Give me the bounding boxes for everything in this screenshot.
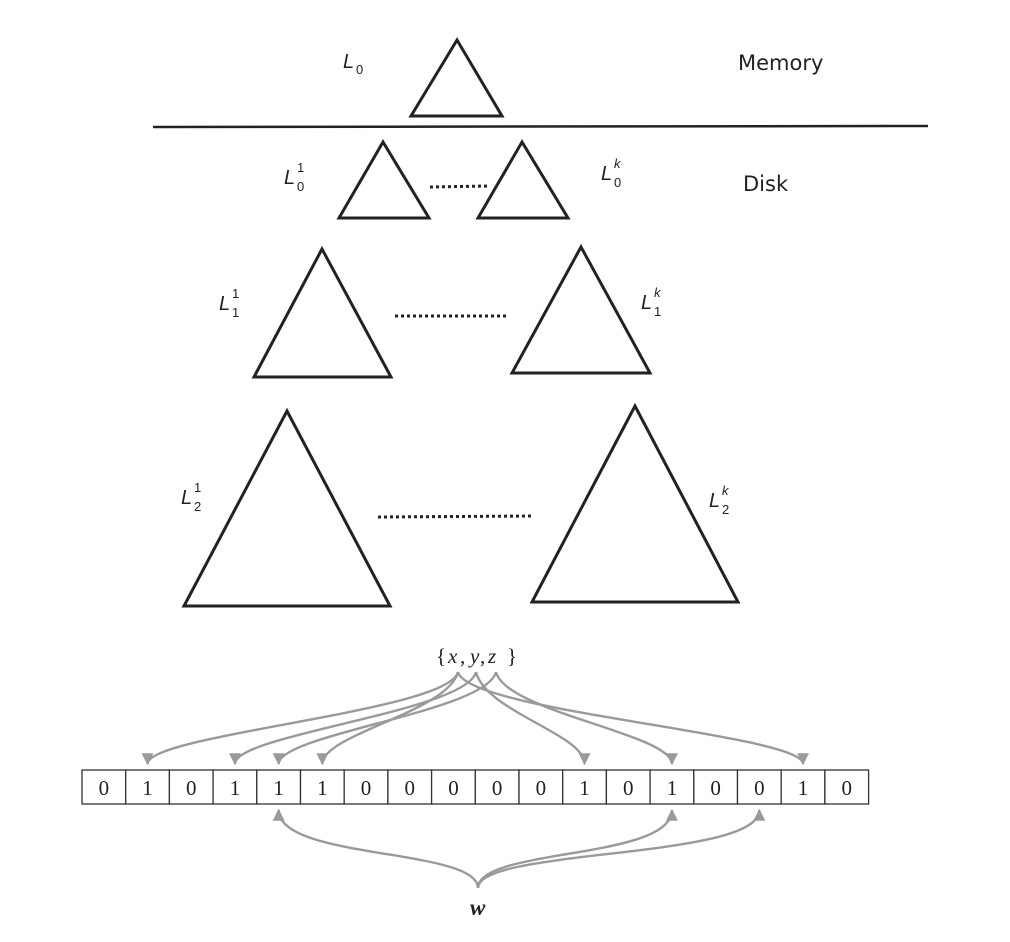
query-arrow-to-cell-13 xyxy=(476,808,678,889)
memory-tree-label-base: L xyxy=(343,51,354,73)
level2-left-sub: 2 xyxy=(194,499,201,514)
level0-right-sub: 0 xyxy=(614,175,621,190)
level2-right-base: L xyxy=(709,490,720,512)
bit-cell-12 xyxy=(605,769,651,805)
set-arrow-to-cell-13 xyxy=(494,671,678,766)
bit-value-17: 0 xyxy=(842,776,853,800)
level1-right-sub: 1 xyxy=(654,304,661,319)
bloom-set-item-y: y xyxy=(468,644,480,668)
bloom-set-item-z: z xyxy=(487,644,496,668)
bloom-set-open: { xyxy=(436,644,446,668)
level1-left-sub: 1 xyxy=(232,305,239,320)
level0-left-base: L xyxy=(284,167,295,189)
memory-disk-divider xyxy=(152,124,929,129)
memory-tree-label-sub: 0 xyxy=(356,62,363,77)
bit-cell-0 xyxy=(81,769,127,805)
set-arrow-to-cell-5 xyxy=(316,671,460,766)
bit-cell-6 xyxy=(343,769,389,805)
bit-value-3: 1 xyxy=(230,776,241,800)
level0-right-sup: k xyxy=(614,156,622,171)
bloom-query-arrows xyxy=(272,808,766,889)
bit-cell-1 xyxy=(125,769,171,805)
level2-right-sub: 2 xyxy=(722,502,729,517)
bit-cell-15 xyxy=(736,769,782,805)
query-arrow-to-cell-15 xyxy=(476,808,766,889)
set-arrow-to-cell-11 xyxy=(474,671,591,766)
bit-value-11: 1 xyxy=(579,776,590,800)
bloom-set-comma-1: , xyxy=(460,644,465,668)
bit-cell-8 xyxy=(430,769,476,805)
bit-cell-9 xyxy=(474,769,520,805)
level0-left-label: L 1 0 xyxy=(284,160,304,194)
bit-value-1: 1 xyxy=(142,776,153,800)
set-arrow-to-cell-3 xyxy=(228,671,478,766)
bloom-bit-array: 0 1 0 1 1 1 0 0 0 0 0 1 0 1 0 0 1 0 xyxy=(81,769,870,805)
level2-left-label: L 1 2 xyxy=(181,480,201,514)
bit-cell-17 xyxy=(824,769,870,805)
disk-label: Disk xyxy=(743,172,789,196)
bit-cell-7 xyxy=(387,769,433,805)
bit-value-6: 0 xyxy=(361,776,372,800)
level1-left-triangle xyxy=(251,245,394,379)
bloom-set-arrows xyxy=(141,671,810,766)
level1-right-base: L xyxy=(641,292,652,314)
bloom-set-item-x: x xyxy=(447,644,458,668)
bit-cell-2 xyxy=(168,769,214,805)
query-arrow-to-cell-4 xyxy=(272,808,480,889)
bit-value-2: 0 xyxy=(186,776,197,800)
bit-cell-13 xyxy=(649,769,695,805)
level0-ellipsis xyxy=(429,184,489,189)
level0-left-triangle xyxy=(336,139,432,220)
level1-left-label: L 1 1 xyxy=(219,286,239,320)
level0-right-base: L xyxy=(601,163,612,185)
bit-cell-11 xyxy=(562,769,608,805)
bit-value-14: 0 xyxy=(710,776,721,800)
level2-right-triangle xyxy=(529,402,741,604)
level0-left-sub: 0 xyxy=(297,179,304,194)
bit-value-9: 0 xyxy=(492,776,503,800)
level0-right-label: L k 0 xyxy=(601,156,622,190)
level1-right-label: L k 1 xyxy=(641,285,662,319)
memory-tree-triangle xyxy=(408,37,505,118)
bloom-query-label: w xyxy=(470,895,486,920)
bit-value-4: 1 xyxy=(273,776,284,800)
level0-left-sup: 1 xyxy=(297,160,304,175)
bloom-set-close: } xyxy=(507,644,517,668)
level2-left-triangle xyxy=(181,407,393,608)
bit-value-13: 1 xyxy=(667,776,678,800)
bloom-set-label: { x , y , z } xyxy=(436,644,517,668)
level1-right-triangle xyxy=(509,243,653,375)
memory-label: Memory xyxy=(738,51,823,75)
bit-value-0: 0 xyxy=(99,776,110,800)
level2-left-sup: 1 xyxy=(194,480,201,495)
bit-value-8: 0 xyxy=(448,776,459,800)
level1-left-sup: 1 xyxy=(232,286,239,301)
bit-value-5: 1 xyxy=(317,776,328,800)
bit-cell-14 xyxy=(693,769,739,805)
bit-cell-16 xyxy=(780,769,826,805)
set-arrow-to-cell-16 xyxy=(456,671,810,766)
level0-right-triangle xyxy=(475,139,571,220)
bit-value-10: 0 xyxy=(536,776,547,800)
level1-right-sup: k xyxy=(654,285,662,300)
bit-value-16: 1 xyxy=(798,776,809,800)
bit-value-12: 0 xyxy=(623,776,634,800)
level2-ellipsis xyxy=(377,514,535,519)
memory-tree-label: L 0 xyxy=(343,51,363,77)
level1-left-base: L xyxy=(219,293,230,315)
set-arrow-to-cell-1 xyxy=(141,671,460,766)
bloom-set-comma-2: , xyxy=(480,644,485,668)
bit-value-15: 0 xyxy=(754,776,765,800)
bit-value-7: 0 xyxy=(405,776,416,800)
level2-right-label: L k 2 xyxy=(709,483,730,517)
level2-left-base: L xyxy=(181,487,192,509)
level2-right-sup: k xyxy=(722,483,730,498)
